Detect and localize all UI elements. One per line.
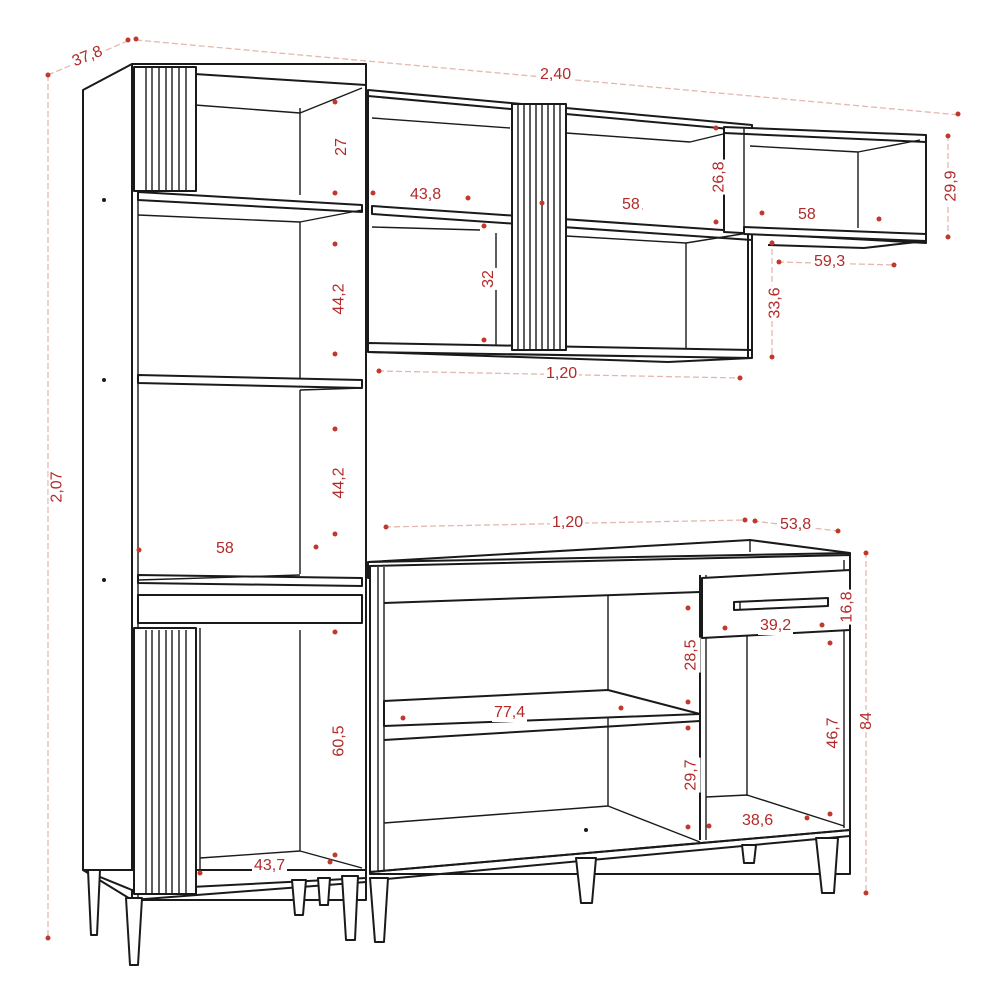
dim-open-shelf-inner-width: 58 (796, 206, 818, 224)
dim-base-height: 84 (857, 710, 876, 732)
dim-drawer-height: 16,8 (838, 589, 857, 625)
upper-open-shelf (723, 126, 927, 249)
dim-base-depth: 53,8 (778, 516, 814, 534)
tall-cabinet (82, 63, 367, 966)
dim-open-shelf-bottom-width: 59,3 (812, 253, 848, 271)
dim-base-lower-niche-height: 29,7 (682, 757, 701, 793)
dim-base-right-niche-height: 46,7 (824, 715, 843, 751)
dim-upper-right-niche-width: 58 (620, 196, 642, 214)
dim-base-width: 1,20 (550, 514, 586, 532)
dim-upper-right-lower-height: 33,6 (766, 285, 785, 321)
dim-overall-height: 2,07 (48, 469, 67, 505)
dim-base-upper-niche-height: 28,5 (682, 637, 701, 673)
dim-upper-left-niche-width: 43,8 (408, 186, 444, 204)
dim-tall-shelf-2-height: 44,2 (330, 465, 349, 501)
dim-open-shelf-height: 29,9 (942, 168, 961, 204)
drawer (701, 569, 851, 639)
fluted-door-bottom (133, 627, 197, 895)
dim-overall-width: 2,40 (538, 66, 574, 84)
fluted-door-top (133, 66, 197, 192)
dim-tall-shelf-1-height: 44,2 (330, 281, 349, 317)
dim-upper-left-lower-height: 32 (479, 268, 498, 290)
dim-drawer-width: 39,2 (758, 617, 794, 635)
dim-tall-bottom-door-height: 60,5 (330, 723, 349, 759)
base-cabinet (367, 539, 851, 943)
dim-upper-total-width: 1,20 (544, 365, 580, 383)
dim-tall-top-niche-height: 27 (332, 136, 351, 158)
dim-upper-right-niche-height: 26,8 (710, 159, 729, 195)
upper-cabinet (367, 89, 753, 363)
fluted-door-upper (511, 103, 567, 351)
dim-tall-inner-width: 58 (214, 540, 236, 558)
dim-base-shelf-width: 77,4 (492, 704, 528, 722)
dim-tall-bottom-inner-width: 43,7 (252, 857, 288, 875)
dimension-arrows (45, 36, 961, 941)
dim-base-right-niche-width: 38,6 (740, 812, 776, 830)
